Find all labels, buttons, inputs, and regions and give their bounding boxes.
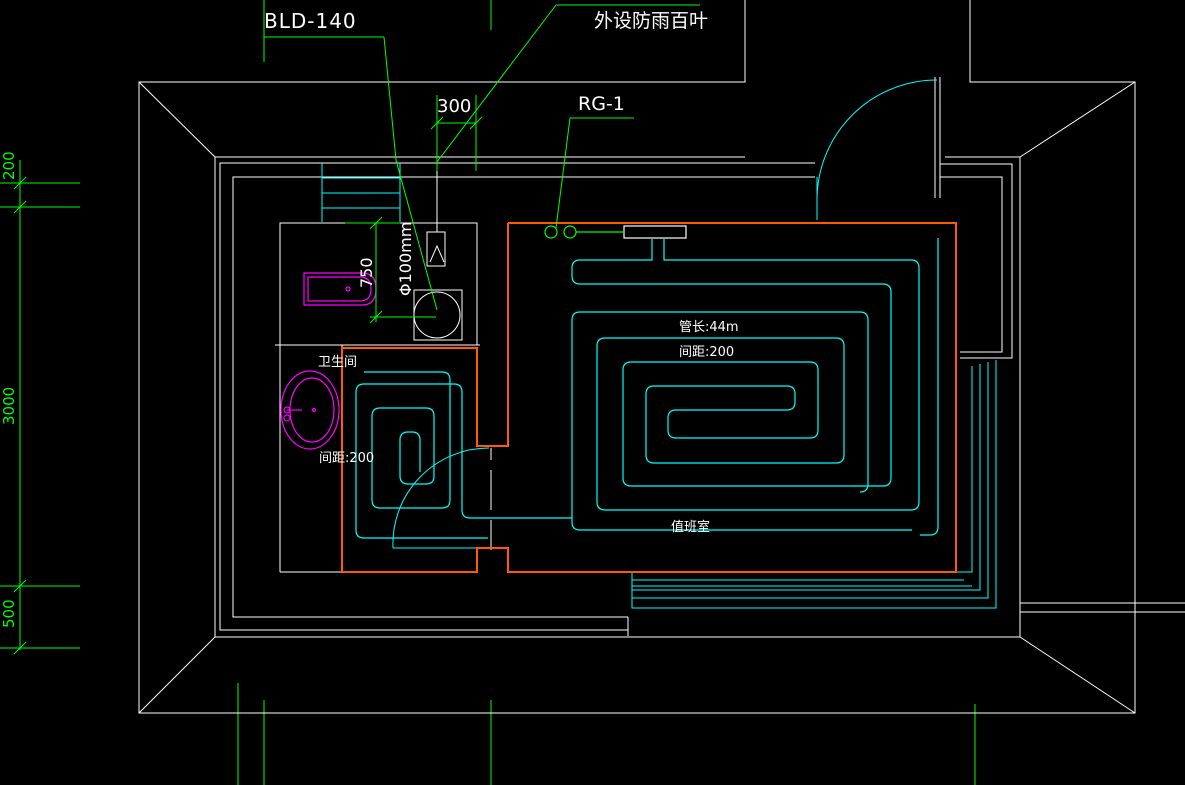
bath-dim-label: 750 — [357, 257, 376, 288]
left-dimension-chain — [0, 160, 80, 655]
left-dimension-texts: 200 3000 500 — [0, 151, 18, 628]
louver-model-label: BLD-140 — [264, 9, 357, 33]
dim-height-main: 3000 — [0, 387, 18, 425]
bathroom-spacing-label: 间距:200 — [319, 451, 374, 466]
door-swings — [392, 79, 938, 549]
supply-pipes — [631, 360, 997, 609]
stair-hatch — [321, 163, 401, 222]
manifold — [623, 225, 687, 239]
duct-diameter-label: Φ100mm — [396, 222, 415, 296]
heated-zone-boundary — [341, 222, 957, 573]
building-outline — [138, 0, 1185, 714]
pipe-length-label: 管长:44m — [679, 320, 739, 335]
heating-coil-main — [571, 238, 939, 536]
dim-bottom-offset: 500 — [0, 599, 18, 628]
duty-room-name-label: 值班室 — [671, 519, 710, 535]
main-spacing-label: 间距:200 — [679, 345, 734, 360]
valve-tag-label: RG-1 — [578, 93, 625, 115]
rain-louver-label: 外设防雨百叶 — [594, 10, 708, 32]
washbasin-fixture — [280, 370, 340, 450]
louver-width-label: 300 — [437, 96, 471, 117]
bathroom-name-label: 卫生间 — [318, 355, 357, 370]
annotation-leaders — [264, 4, 700, 324]
annotation-texts: BLD-140 外设防雨百叶 300 RG-1 Φ100mm 750 卫生间 间… — [264, 9, 739, 535]
heating-coil-bathroom — [355, 371, 572, 539]
dim-top-offset: 200 — [0, 151, 18, 180]
valve-symbols — [544, 225, 624, 239]
